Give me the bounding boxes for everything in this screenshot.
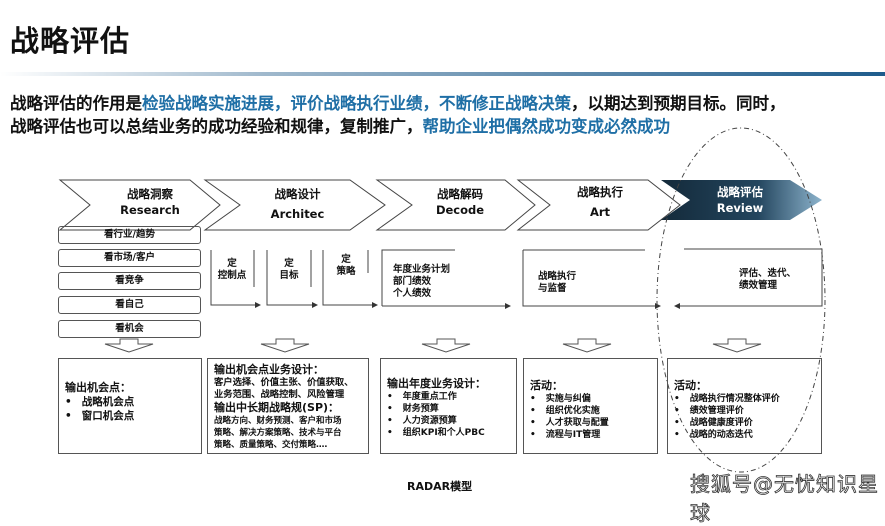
output-art: 活动： 实施与纠偏组织优化实施人才获取与配置流程与IT管理 <box>523 358 658 454</box>
stage-chevron <box>58 179 221 231</box>
watermark: 搜狐号@无忧知识星球 <box>690 472 879 526</box>
output-text: 业务范围、战略控制、风险管理 <box>214 389 345 400</box>
output-item: 战略机会点 <box>65 395 195 409</box>
output-heading: 输出机会点： <box>65 381 131 394</box>
stage-review: 战略评估 Review <box>690 184 790 216</box>
stage-research: 战略洞察 Research <box>95 186 205 218</box>
text-line: 部门绩效 <box>393 276 432 287</box>
intro-line-1: 战略评估的作用是检验战略实施进展，评价战略执行业绩，不断修正战略决策，以期达到预… <box>10 90 786 114</box>
text-line: 年度业务计划 <box>393 264 451 275</box>
stage-en: Decode <box>435 203 485 217</box>
research-item: 看市场/客户 <box>58 249 201 267</box>
output-item: 人才获取与配置 <box>530 417 651 429</box>
output-item: 战略健康度评价 <box>674 417 815 429</box>
output-design: 输出机会点业务设计： 客户选择、价值主张、价值获取、 业务范围、战略控制、风险管… <box>207 358 369 454</box>
stage-chevron-active <box>661 180 822 220</box>
text-line: 绩效管理 <box>739 280 778 291</box>
research-item: 看行业/趋势 <box>58 226 201 244</box>
output-item: 实施与纠偏 <box>530 393 651 405</box>
art-text: 战略执行与监督 <box>538 271 576 295</box>
output-research: 输出机会点： 战略机会点窗口机会点 <box>58 358 202 454</box>
stage-decode: 战略解码 Decode <box>410 186 510 218</box>
stage-cn: 战略执行 <box>577 185 623 199</box>
step-label: 定 <box>227 258 237 269</box>
diagram-caption: RADAR模型 <box>407 480 473 493</box>
output-item: 财务预算 <box>387 403 510 415</box>
output-heading: 输出中长期战略规(SP)： <box>214 401 340 414</box>
review-highlight-ellipse <box>656 127 826 473</box>
output-review: 活动： 战略执行情况整体评价绩效管理评价战略健康度评价战略的动态迭代 <box>667 358 822 454</box>
stage-cn: 战略评估 <box>717 185 763 199</box>
down-arrows <box>104 338 762 353</box>
output-heading: 活动： <box>674 379 707 392</box>
output-item: 组织优化实施 <box>530 405 651 417</box>
design-step: 定控制点 <box>212 258 252 282</box>
stage-cn: 战略设计 <box>274 187 321 201</box>
text-line: 个人绩效 <box>393 288 432 299</box>
research-item: 看竞争 <box>58 272 201 290</box>
output-heading: 活动： <box>530 379 563 392</box>
highlighted-text: 帮助企业把偶然成功变成必然成功 <box>422 117 671 136</box>
step-label: 策略 <box>336 266 356 277</box>
stage-en: Review <box>716 201 764 215</box>
output-item: 战略执行情况整体评价 <box>674 393 815 405</box>
output-item: 人力资源预算 <box>387 415 510 427</box>
intro-text: 战略评估也可以总结业务的成功经验和规律，复制推广， <box>10 117 423 136</box>
review-text: 评估、迭代、绩效管理 <box>739 268 796 292</box>
output-text: 客户选择、价值主张、价值获取、 <box>214 377 354 388</box>
stage-cn: 战略洞察 <box>127 187 173 201</box>
intro-text: 战略评估的作用是 <box>10 94 142 113</box>
stage-chevron <box>516 179 681 231</box>
output-decode: 输出年度业务设计： 年度重点工作财务预算人力资源预算组织KPI和个人PBC <box>380 358 517 454</box>
design-step: 定目标 <box>268 258 310 282</box>
page-title: 战略评估 <box>10 24 131 58</box>
research-item: 看自己 <box>58 296 201 314</box>
output-text: 策略、质量策略、交付策略‥‥ <box>214 440 328 450</box>
stage-chevron <box>203 179 386 231</box>
step-label: 目标 <box>279 270 299 281</box>
step-label: 定 <box>341 254 351 265</box>
text-line: 与监督 <box>538 283 567 294</box>
intro-text: ，以期达到预期目标。同时， <box>571 94 786 113</box>
stage-chevron <box>375 179 536 231</box>
intro-line-2: 战略评估也可以总结业务的成功经验和规律，复制推广，帮助企业把偶然成功变成必然成功 <box>10 113 670 137</box>
stage-en: Architec <box>270 207 325 221</box>
stage-en: Art <box>589 205 611 219</box>
text-line: 战略执行 <box>538 271 577 282</box>
stage-architec: 战略设计 Architec <box>240 186 355 222</box>
output-item: 年度重点工作 <box>387 391 510 403</box>
output-item: 窗口机会点 <box>65 409 195 423</box>
decode-text: 年度业务计划部门绩效个人绩效 <box>393 264 450 300</box>
output-heading: 输出年度业务设计： <box>387 377 486 390</box>
step-label: 定 <box>284 258 294 269</box>
stage-cn: 战略解码 <box>437 187 483 201</box>
highlighted-text: 检验战略实施进展，评价战略执行业绩，不断修正战略决策 <box>142 94 571 113</box>
stage-en: Research <box>120 203 180 217</box>
output-text: 战略方向、财务预测、客户和市场 <box>214 416 342 426</box>
stage-art: 战略执行 Art <box>550 184 650 220</box>
output-item: 战略的动态迭代 <box>674 429 815 441</box>
title-divider <box>0 72 885 76</box>
diagram-graphics <box>58 127 826 473</box>
output-item: 组织KPI和个人PBC <box>387 427 510 439</box>
text-line: 评估、迭代、 <box>739 268 797 279</box>
research-item: 看机会 <box>58 320 201 338</box>
output-heading: 输出机会点业务设计： <box>214 363 324 376</box>
step-label: 控制点 <box>217 270 247 281</box>
output-item: 流程与IT管理 <box>530 429 651 441</box>
output-text: 策略、解决方案策略、技术与平台 <box>214 428 342 438</box>
output-item: 绩效管理评价 <box>674 405 815 417</box>
design-step: 定策略 <box>324 254 368 278</box>
